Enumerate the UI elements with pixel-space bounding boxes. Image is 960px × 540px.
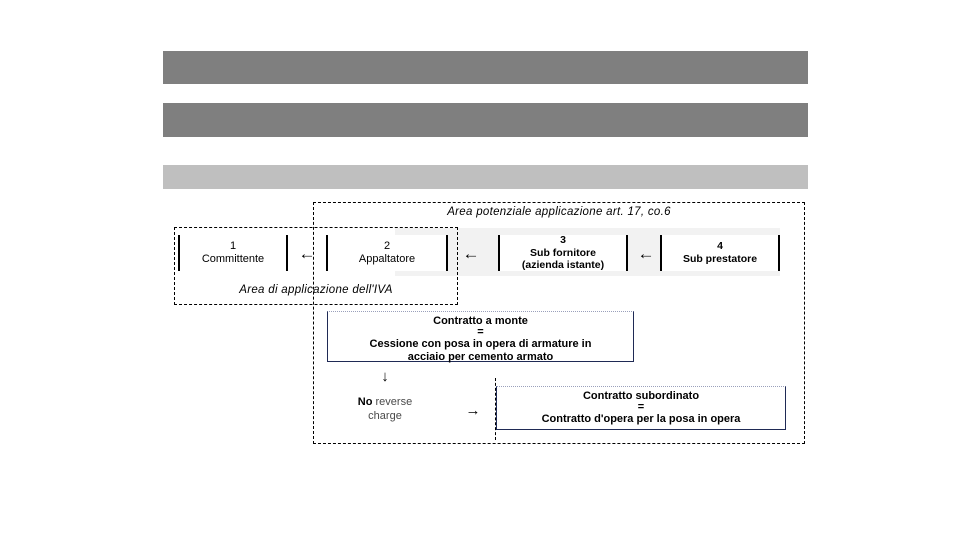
contract-subordinate-title: Contratto subordinato [582, 390, 700, 402]
actor-3-label-line2: (azienda istante) [521, 259, 605, 272]
arrow-left-icon-subfornitore-to-appaltatore: ← [462, 244, 480, 263]
area-potential-application-box [313, 202, 805, 444]
actor-1-label: Committente [201, 253, 265, 265]
actor-4-number: 4 [717, 240, 723, 253]
actor-box-committente[interactable]: 1 Committente [178, 235, 288, 271]
actor-4-label: Sub prestatore [682, 253, 758, 265]
contract-upstream-title: Contratto a monte [433, 315, 528, 327]
contract-subordinate-box: Contratto subordinato = Contratto d'oper… [496, 386, 786, 430]
actor-box-sub-prestatore[interactable]: 4 Sub prestatore [660, 235, 780, 271]
contract-subordinate-body-line1: Contratto d'opera per la posa in opera [541, 412, 741, 425]
arrow-down-icon: ↓ [381, 368, 389, 385]
actor-3-label-line1: Sub fornitore [530, 246, 596, 259]
outcome-no-reverse-charge: No reverse charge [330, 396, 440, 424]
outcome-rest-line2: charge [368, 409, 402, 422]
subtitle-placeholder-bar [163, 103, 808, 137]
actor-box-sub-fornitore[interactable]: 3 Sub fornitore (azienda istante) [498, 233, 628, 272]
caption-placeholder-bar [163, 165, 808, 189]
area-vat-application-label: Area di applicazione dell'IVA [239, 284, 393, 296]
actor-3-number: 3 [560, 233, 566, 246]
actor-2-label: Appaltatore [358, 253, 416, 265]
actor-2-number: 2 [383, 239, 391, 252]
arrow-left-icon-subprestatore-to-subfornitore: ← [637, 244, 655, 263]
contract-upstream-box: Contratto a monte = Cessione con posa in… [327, 311, 634, 364]
contract-upstream-body-line1: Cessione con posa in opera di armature i… [369, 337, 592, 350]
outcome-rest-line1: reverse [375, 396, 413, 408]
contract-subordinate-equals: = [637, 401, 645, 414]
arrow-right-icon: → [465, 402, 481, 419]
title-placeholder-bar [163, 51, 808, 84]
arrow-left-icon-appaltatore-to-committente: ← [298, 244, 316, 263]
contract-upstream-equals: = [477, 326, 484, 339]
actor-1-number: 1 [229, 239, 237, 252]
lower-zone-divider [495, 378, 496, 440]
outcome-emphasis: No [357, 396, 373, 408]
area-potential-application-label: Area potenziale applicazione art. 17, co… [447, 206, 671, 218]
contract-upstream-body-line2: acciaio per cemento armato [407, 351, 554, 364]
actor-box-appaltatore[interactable]: 2 Appaltatore [326, 235, 448, 271]
area-vat-application-box [174, 227, 458, 305]
